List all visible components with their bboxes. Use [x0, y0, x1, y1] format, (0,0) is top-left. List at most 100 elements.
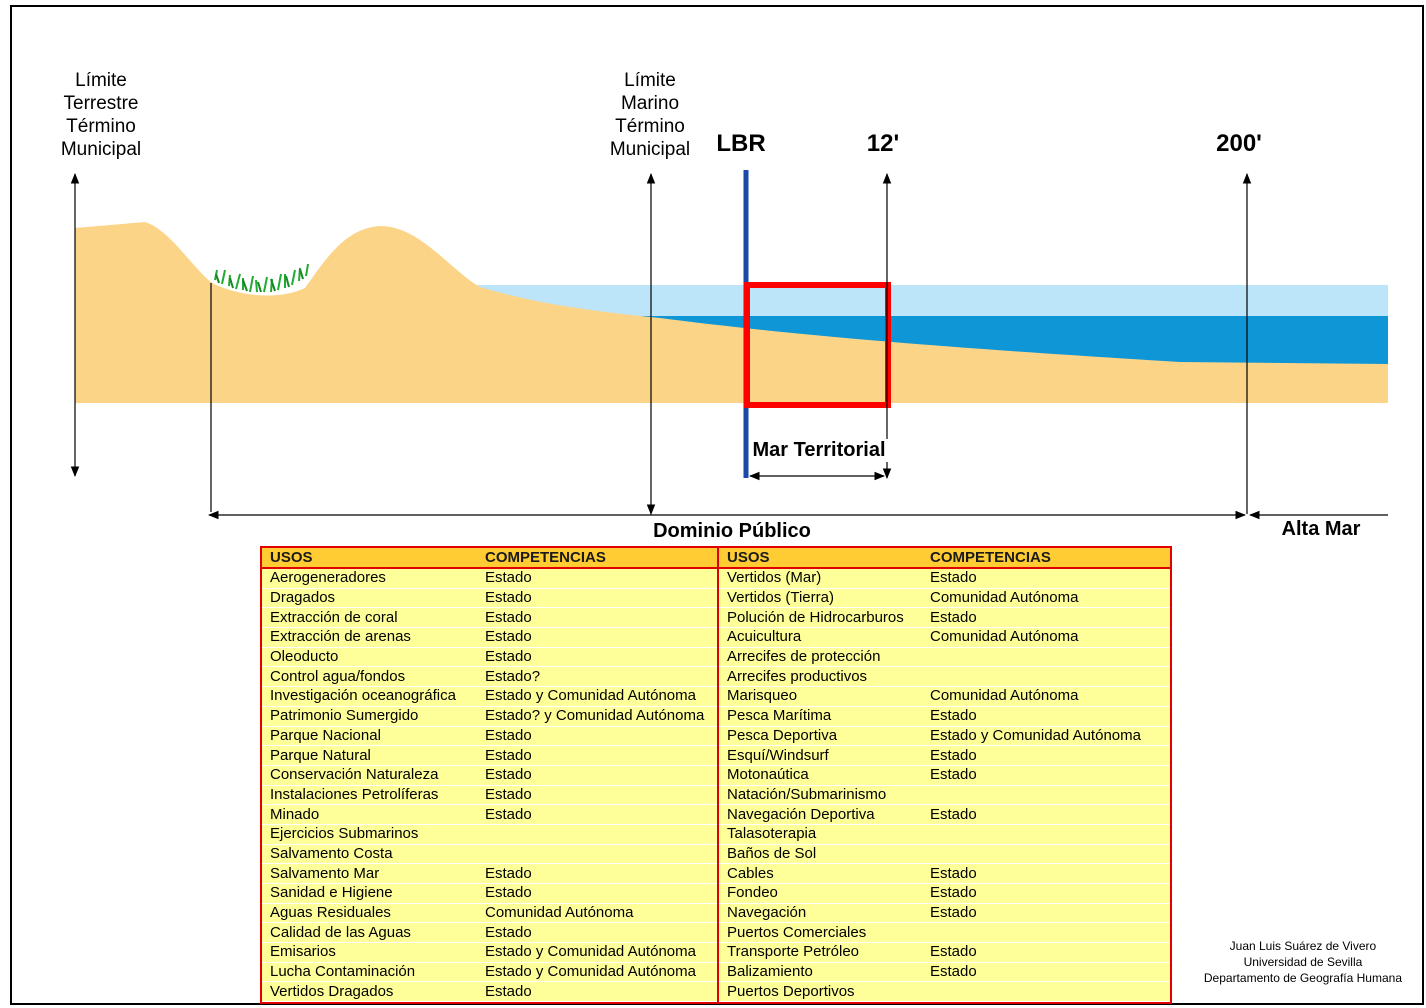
header-competencias: COMPETENCIAS [922, 548, 1170, 569]
table-cell-competencia: Estado y Comunidad Autónoma [477, 942, 718, 963]
header-competencias: COMPETENCIAS [477, 548, 718, 569]
table-cell-uso: Investigación oceanográfica [262, 686, 477, 707]
table-cell-competencia: Estado [477, 588, 718, 609]
table-cell-competencia: Estado [477, 765, 718, 786]
table-cell-uso: Lucha Contaminación [262, 962, 477, 983]
table-cell-competencia: Estado? [477, 666, 718, 688]
table-cell-uso: Balizamiento [717, 962, 922, 983]
table-cell-uso: Instalaciones Petrolíferas [262, 785, 477, 806]
table-cell-uso: Patrimonio Sumergido [262, 706, 477, 727]
table-cell-uso: Ejercicios Submarinos [262, 824, 477, 845]
table-cell-uso: Talasoterapia [717, 824, 922, 845]
table-cell-competencia: Estado [477, 745, 718, 766]
table-cell-uso: Parque Natural [262, 745, 477, 766]
credit-university: Universidad de Sevilla [1243, 955, 1363, 969]
table-row: Salvamento Costa Baños de Sol [262, 844, 1170, 865]
table-cell-uso: Salvamento Costa [262, 844, 477, 865]
lbr-label: LBR [716, 130, 766, 157]
territorial-sea-label: Mar Territorial [750, 439, 888, 462]
table-cell-uso: Polución de Hidrocarburos [717, 607, 922, 629]
table-cell-uso: Dragados [262, 588, 477, 609]
table-cell-competencia: Estado [477, 883, 718, 904]
table-cell-uso: Vertidos Dragados [262, 981, 477, 1003]
table-cell-uso: Natación/Submarinismo [717, 785, 922, 806]
high-seas-label: Alta Mar [1281, 518, 1361, 540]
table-cell-uso: Marisqueo [717, 686, 922, 707]
table-cell-competencia: Estado [922, 903, 1170, 924]
author-credit: Juan Luis Suárez de Vivero Universidad d… [1204, 938, 1402, 986]
table-cell-uso: Sanidad e Higiene [262, 883, 477, 904]
table-cell-uso: Vertidos (Tierra) [717, 588, 922, 609]
table-cell-competencia [922, 844, 1170, 865]
table-cell-competencia: Estado [477, 981, 718, 1003]
table-cell-uso: Salvamento Mar [262, 863, 477, 884]
table-cell-uso: Minado [262, 804, 477, 825]
table-cell-uso: Cables [717, 863, 922, 884]
table-cell-uso: Navegación Deportiva [717, 804, 922, 825]
table-cell-competencia: Comunidad Autónoma [922, 686, 1170, 707]
table-cell-uso: Pesca Deportiva [717, 726, 922, 747]
table-cell-competencia [922, 785, 1170, 806]
table-cell-competencia: Estado [477, 804, 718, 825]
marine-limit-label: Límite Marino Término Municipal [609, 70, 691, 160]
table-cell-uso: Extracción de coral [262, 607, 477, 629]
table-cell-competencia [922, 666, 1170, 688]
table-cell-uso: Control agua/fondos [262, 666, 477, 688]
table-cell-competencia: Estado [477, 607, 718, 629]
table-cell-uso: Baños de Sol [717, 844, 922, 865]
table-header-row: USOS COMPETENCIAS USOS COMPETENCIAS [262, 548, 1170, 569]
table-cell-competencia: Comunidad Autónoma [922, 627, 1170, 648]
table-cell-competencia [922, 981, 1170, 1003]
table-cell-uso: Acuicultura [717, 627, 922, 648]
table-cell-competencia [477, 824, 718, 845]
table-cell-competencia: Estado y Comunidad Autónoma [477, 962, 718, 983]
table-cell-uso: Navegación [717, 903, 922, 924]
two-hundred-miles-label: 200' [1216, 130, 1262, 157]
table-cell-uso: Arrecifes productivos [717, 666, 922, 688]
table-cell-competencia: Estado [922, 883, 1170, 904]
table-cell-competencia: Estado [477, 568, 718, 589]
table-cell-competencia: Estado [477, 785, 718, 806]
table-cell-uso: Oleoducto [262, 647, 477, 668]
table-cell-competencia: Estado [477, 863, 718, 884]
table-cell-uso: Calidad de las Aguas [262, 922, 477, 944]
table-cell-uso: Fondeo [717, 883, 922, 904]
twelve-miles-label: 12' [866, 130, 900, 157]
table-cell-competencia: Estado [477, 922, 718, 944]
table-cell-competencia [477, 844, 718, 865]
table-cell-competencia: Estado [922, 706, 1170, 727]
table-cell-uso: Parque Nacional [262, 726, 477, 747]
table-cell-competencia: Estado [922, 765, 1170, 786]
table-cell-uso: Puertos Comerciales [717, 922, 922, 944]
header-usos: USOS [717, 548, 922, 569]
table-cell-competencia: Estado [477, 726, 718, 747]
table-cell-uso: Arrecifes de protección [717, 647, 922, 668]
uses-competences-table: USOS COMPETENCIAS USOS COMPETENCIAS Aero… [260, 546, 1172, 1005]
table-cell-uso: Motonaútica [717, 765, 922, 786]
table-cell-uso: Extracción de arenas [262, 627, 477, 648]
table-cell-uso: Conservación Naturaleza [262, 765, 477, 786]
table-cell-competencia: Estado? y Comunidad Autónoma [477, 706, 718, 727]
table-cell-competencia: Estado [922, 962, 1170, 983]
table-cell-competencia: Estado [477, 647, 718, 668]
